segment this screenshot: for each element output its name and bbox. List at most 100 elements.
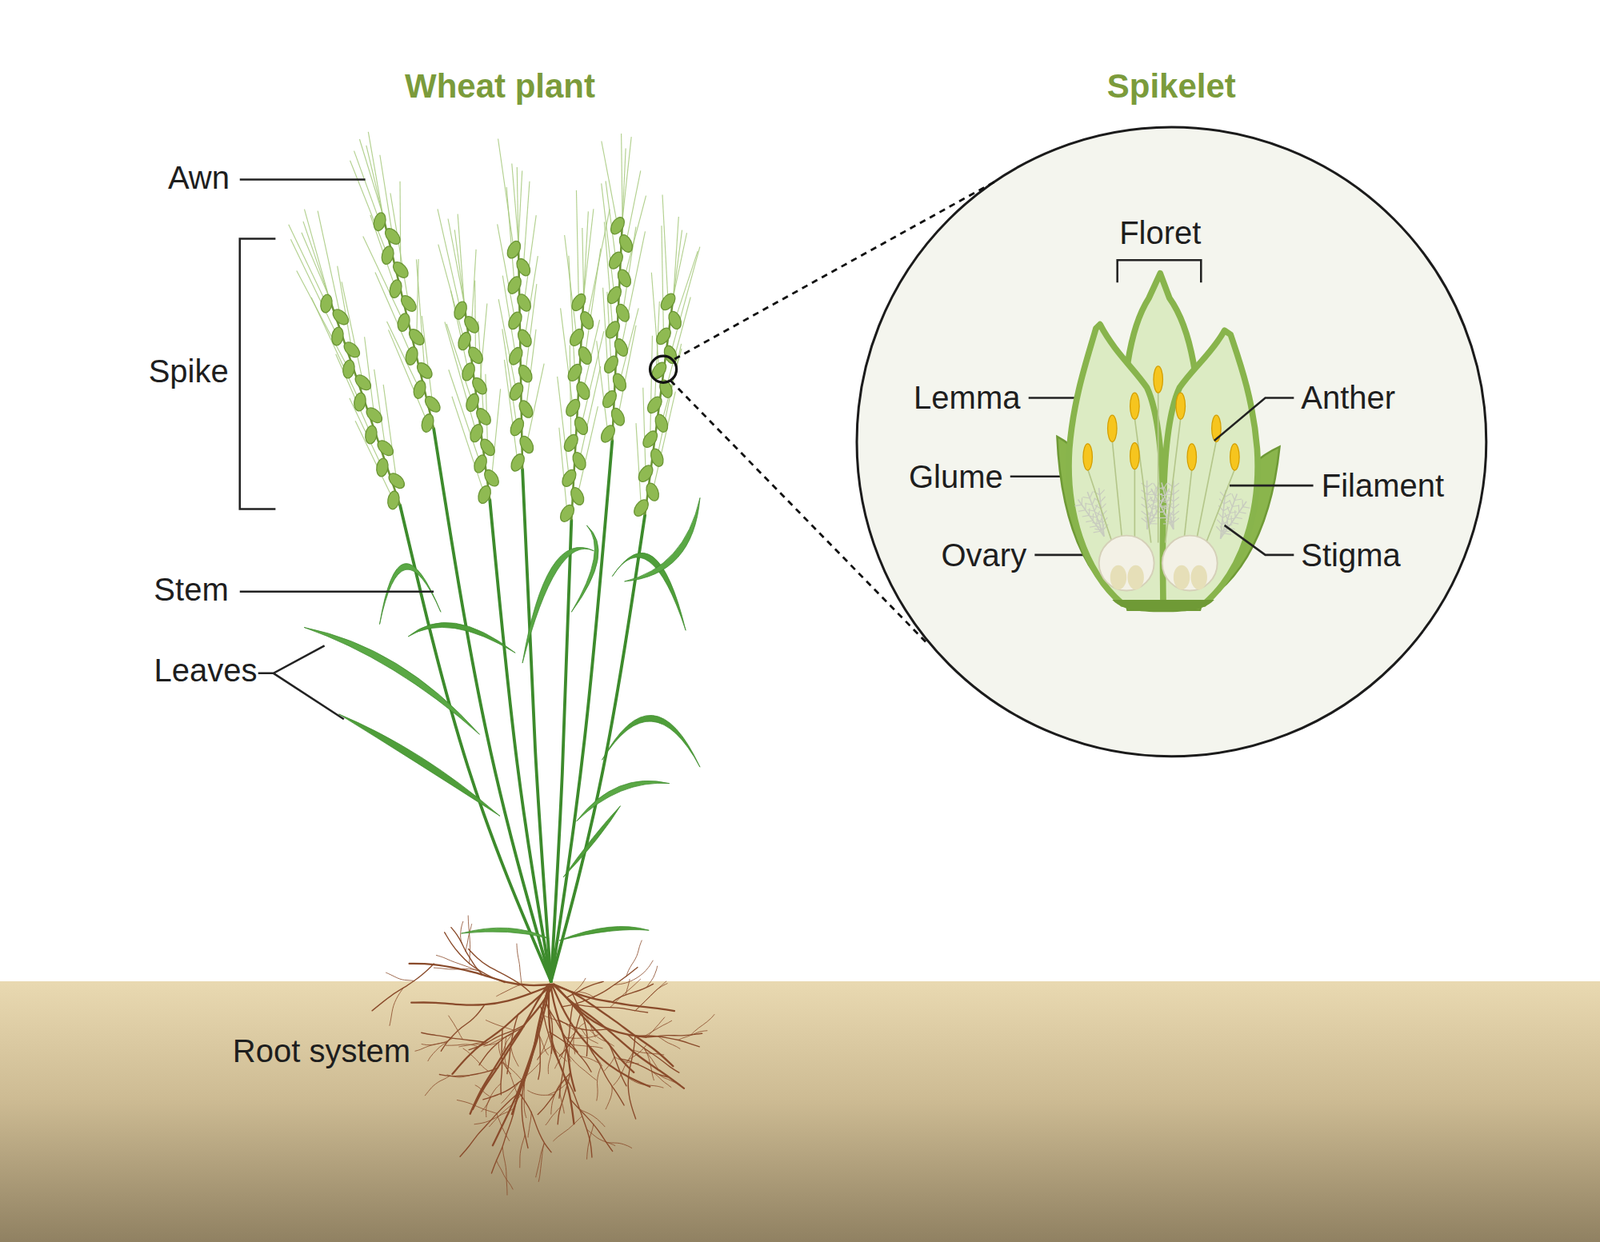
awn-line	[502, 276, 516, 357]
awn-line	[311, 297, 360, 402]
grain-shape	[382, 225, 404, 248]
root-line	[628, 1035, 680, 1073]
root-line	[635, 984, 668, 1012]
part-label: Spike	[148, 353, 229, 389]
stigma-feather	[1147, 511, 1153, 516]
stigma-feather	[1082, 515, 1090, 517]
stigma-feather	[1147, 504, 1153, 509]
awn-line	[584, 248, 601, 356]
stigma-feather	[1223, 507, 1230, 511]
stigma-feather	[1164, 488, 1167, 496]
stigma-feather	[1224, 512, 1228, 520]
stigma-feather	[1161, 482, 1174, 530]
stigma-feather	[1224, 524, 1232, 527]
filament-line	[1206, 469, 1236, 544]
awn-line	[525, 329, 536, 410]
awn-line	[580, 331, 604, 426]
stigma-feather	[1232, 493, 1235, 500]
stigma-feather	[1231, 523, 1239, 525]
stigma-feather	[1152, 507, 1159, 510]
awn-line	[383, 384, 397, 481]
stigma-feather	[1092, 513, 1095, 521]
awn-line	[366, 145, 383, 215]
awn-line	[375, 272, 412, 356]
grain-shape	[472, 453, 489, 475]
awn-line	[472, 249, 477, 325]
lemma-shape	[1162, 330, 1258, 604]
grain-shape	[388, 278, 404, 300]
awn-line	[438, 244, 465, 342]
grain-shape	[563, 396, 583, 419]
grain-shape	[514, 256, 533, 279]
root-line	[608, 1042, 627, 1087]
stigma-feather	[1102, 517, 1108, 524]
circle-outline	[856, 127, 1487, 757]
stigma-feather	[1234, 499, 1242, 501]
leader-line	[1034, 554, 1128, 557]
awn-line	[504, 360, 518, 464]
stigma-feather	[1087, 509, 1095, 512]
stigma-feather	[1084, 503, 1087, 511]
grain-shape	[559, 467, 579, 489]
stem-line	[522, 469, 552, 982]
soil-band: Root system	[0, 981, 1600, 1242]
stem-line	[400, 504, 552, 982]
awn-line	[390, 193, 409, 304]
stigma-feather	[1221, 521, 1228, 525]
stigma-feather	[1167, 511, 1169, 519]
grain-shape	[574, 380, 592, 402]
grain-shape	[612, 336, 631, 359]
root-line	[372, 964, 434, 1012]
grain-shape	[644, 394, 665, 416]
rachis-line	[518, 243, 523, 470]
stigma-feather	[1096, 511, 1100, 518]
root-line	[549, 1032, 592, 1073]
grain-shape	[414, 360, 436, 382]
stigma-feather	[1158, 499, 1160, 507]
stigma-feather	[1089, 516, 1097, 518]
stigma-feather	[1161, 507, 1168, 510]
root-group	[372, 916, 715, 1196]
leader-line	[1224, 525, 1295, 556]
stigma-feather	[1164, 490, 1169, 497]
awn-line	[673, 232, 688, 296]
awn-line	[370, 215, 396, 289]
grain-shape	[514, 292, 533, 314]
stigma-feather	[1222, 514, 1229, 518]
stigma-feather	[1227, 520, 1229, 528]
grain-shape	[375, 437, 396, 459]
stigma-feather	[1156, 487, 1164, 490]
grain-shape	[477, 436, 498, 459]
stigma-feather	[1160, 500, 1167, 504]
awn-line	[416, 259, 419, 337]
stigma-feather	[1232, 505, 1240, 508]
root-line	[537, 1073, 570, 1115]
awn-line	[359, 139, 383, 215]
stigma-feather	[1156, 487, 1164, 490]
grain-shape	[516, 363, 535, 385]
stigma-feather	[1078, 510, 1086, 512]
grain-shape	[570, 450, 588, 472]
root-line	[496, 984, 522, 996]
stigma-feather	[1100, 524, 1102, 532]
grain-shape	[465, 344, 486, 367]
spikelet-illustration	[1056, 273, 1280, 612]
root-line	[424, 1076, 449, 1096]
root-line	[445, 1044, 479, 1048]
root-line	[628, 1044, 648, 1061]
anther-shape	[1108, 415, 1117, 442]
leaf-group	[304, 497, 700, 941]
leader-group	[1214, 397, 1314, 555]
awn-line	[670, 247, 700, 356]
awn-line	[622, 148, 626, 220]
root-line	[548, 1044, 552, 1075]
root-line	[589, 1030, 614, 1047]
stigma-feather	[1163, 513, 1170, 516]
stem-line	[433, 428, 552, 982]
root-line	[451, 928, 482, 975]
root-line	[421, 1038, 452, 1045]
stigma-feather	[1101, 510, 1107, 516]
stigma-feather	[1147, 482, 1160, 530]
awn-line	[643, 388, 646, 474]
root-line	[439, 1068, 498, 1076]
